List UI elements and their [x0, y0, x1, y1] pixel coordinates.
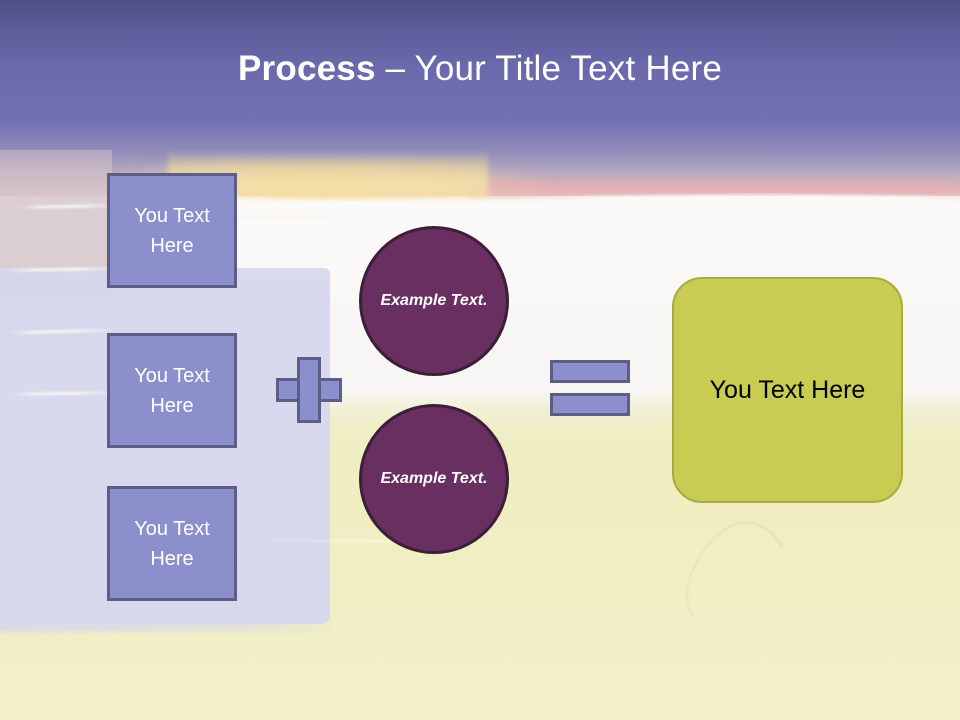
- result-box[interactable]: You Text Here: [672, 277, 903, 503]
- input-box-1[interactable]: You Text Here: [107, 173, 237, 288]
- plus-icon: [276, 357, 342, 423]
- equals-icon-top-bar: [550, 360, 630, 383]
- factor-circle-1[interactable]: Example Text.: [359, 226, 509, 376]
- slide-title-emphasis: Process: [238, 49, 376, 88]
- background-arc-icon: [430, 138, 624, 272]
- slide-title-separator: –: [375, 49, 415, 88]
- slide-title: Process – Your Title Text Here: [0, 46, 960, 91]
- slide-title-rest: Your Title Text Here: [414, 49, 722, 88]
- plus-icon-center-fill: [300, 381, 318, 399]
- equals-icon: [550, 360, 630, 416]
- input-box-2[interactable]: You Text Here: [107, 333, 237, 448]
- equals-icon-bottom-bar: [550, 393, 630, 416]
- input-box-3[interactable]: You Text Here: [107, 486, 237, 601]
- factor-circle-2[interactable]: Example Text.: [359, 404, 509, 554]
